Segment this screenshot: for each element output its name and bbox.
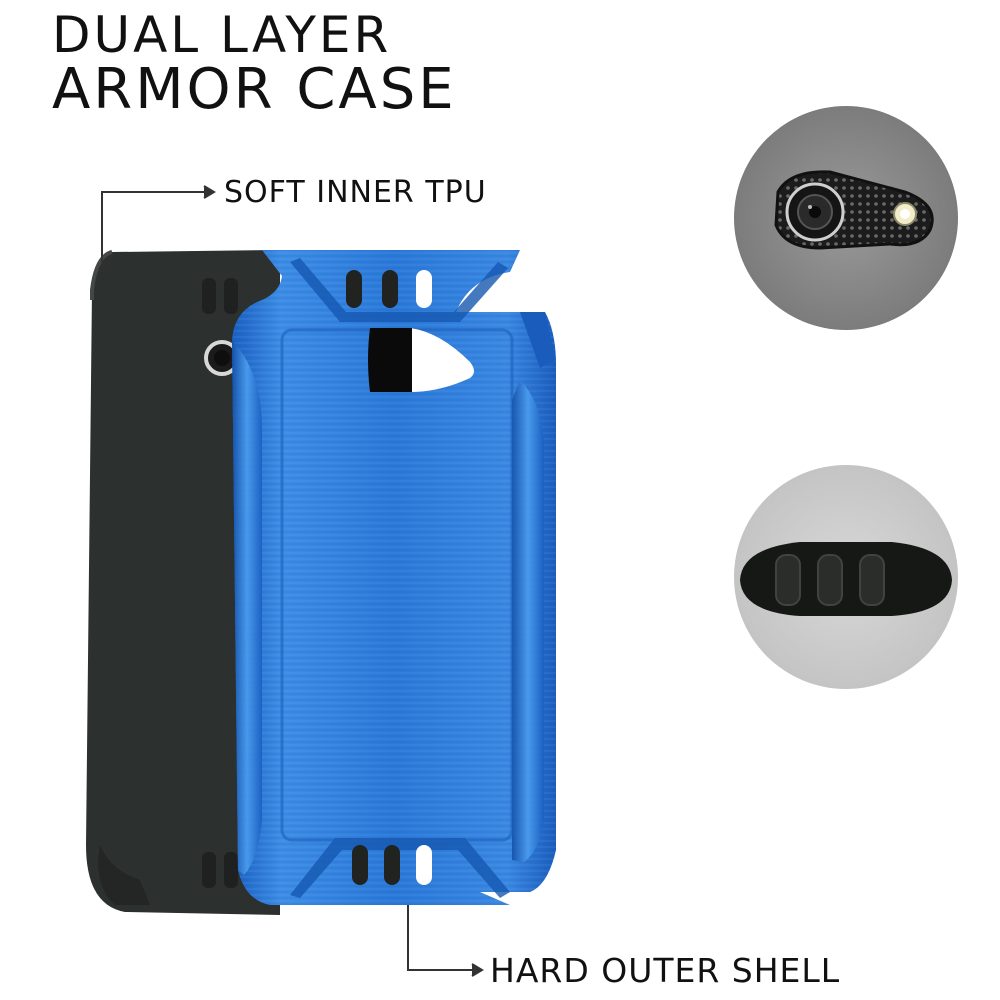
camera-cutout-closeup [734, 106, 958, 330]
outer-hard-shell [232, 250, 556, 905]
title-line-1: DUAL LAYER [52, 6, 392, 64]
callout-arrow-outer [407, 905, 484, 977]
title-line-2: ARMOR CASE [52, 57, 457, 122]
button-cover-closeup [734, 465, 958, 689]
callout-arrow-inner [101, 185, 216, 262]
soft-inner-tpu-label: SOFT INNER TPU [224, 175, 487, 210]
hard-outer-shell-label: HARD OUTER SHELL [490, 951, 841, 990]
inner-tpu-layer [86, 250, 280, 915]
